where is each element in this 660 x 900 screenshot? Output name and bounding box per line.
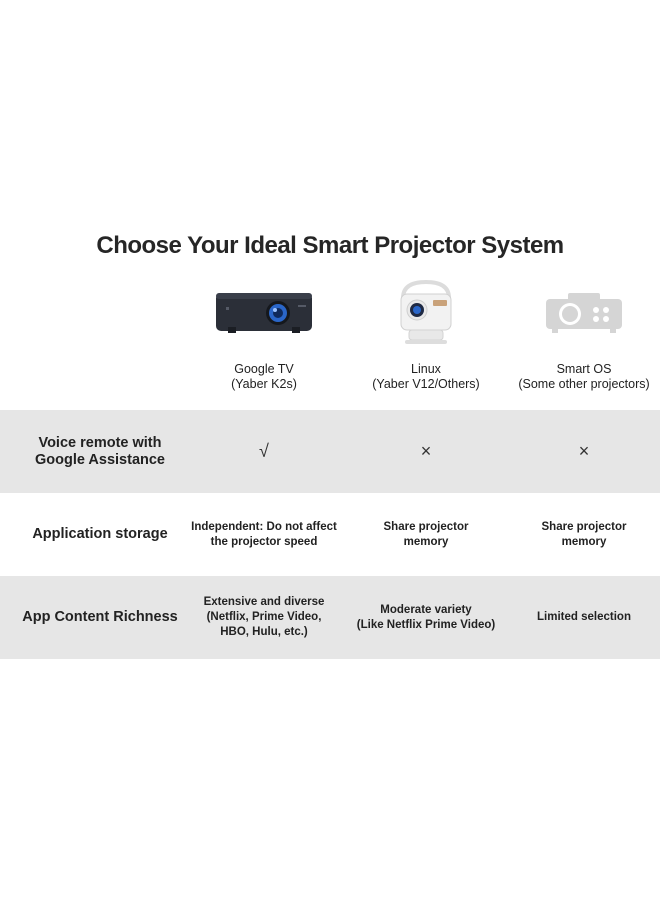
comparison-row-content-richness: App Content Richness Extensive and diver… [0, 576, 660, 659]
product-name: Linux (Yaber V12/Others) [372, 362, 480, 391]
generic-projector-icon [504, 278, 660, 348]
page-title: Choose Your Ideal Smart Projector System [96, 232, 564, 259]
table-cell: Limited selection [537, 611, 631, 623]
dark-projector-image [184, 278, 344, 348]
product-google-tv: Google TV (Yaber K2s) [184, 278, 344, 392]
table-cell: Extensive and diverse(Netflix, Prime Vid… [203, 596, 325, 638]
row-label: App Content Richness [22, 609, 178, 625]
product-name: Google TV (Yaber K2s) [231, 362, 297, 391]
product-smart-os: Smart OS (Some other projectors) [504, 278, 660, 392]
white-projector-image [346, 278, 506, 348]
product-name: Smart OS (Some other projectors) [518, 362, 650, 391]
table-cell: Moderate variety(Like Netflix Prime Vide… [356, 603, 496, 631]
product-linux: Linux (Yaber V12/Others) [346, 278, 506, 392]
comparison-row-app-storage: Application storage Independent: Do not … [0, 493, 660, 576]
check-mark: √ [259, 441, 269, 461]
cross-mark: × [578, 441, 590, 461]
row-label: Application storage [32, 526, 168, 542]
cross-mark: × [420, 441, 432, 461]
